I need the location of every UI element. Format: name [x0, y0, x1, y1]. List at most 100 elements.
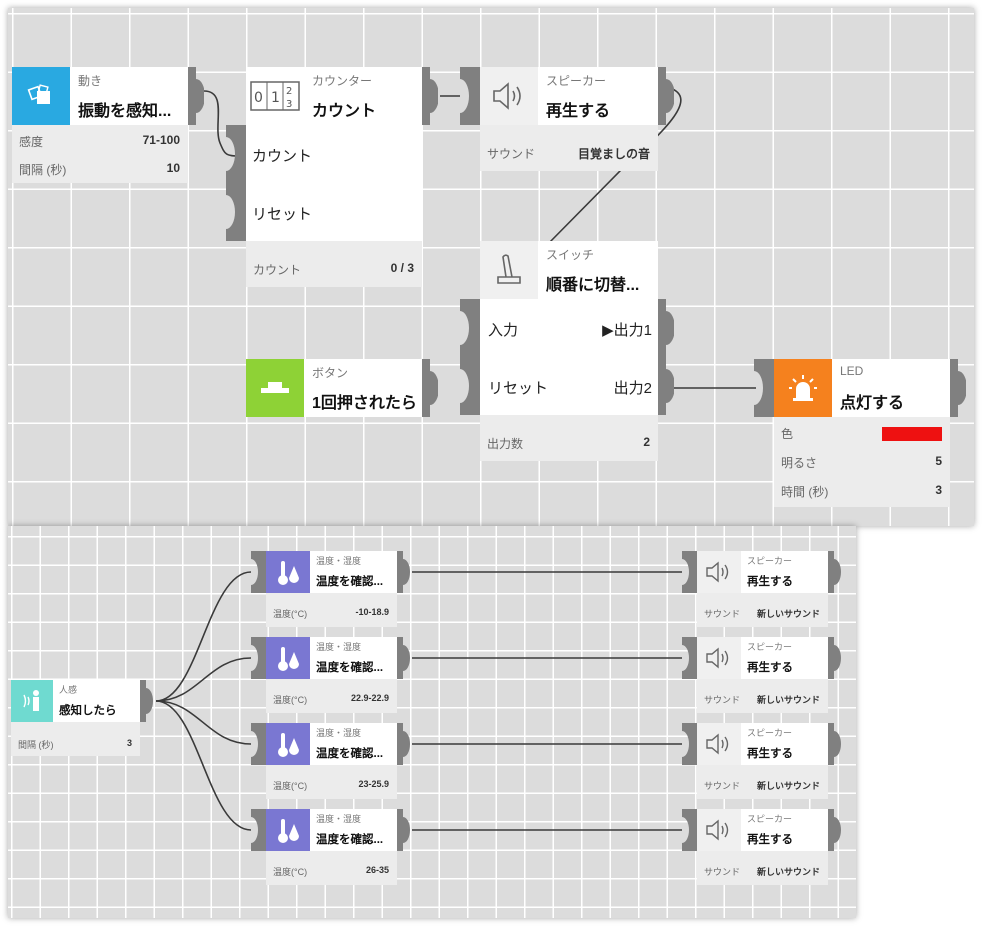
node-category: LED — [840, 364, 864, 378]
count-label: カウント — [253, 263, 302, 277]
speaker-node-3[interactable]: スピーカー 再生する サウンド新しいサウンド — [697, 723, 828, 799]
input-connector[interactable] — [251, 809, 266, 851]
thermo-node-2[interactable]: 温度・湿度 温度を確認... 温度(°C)22.9-22.9 — [266, 637, 397, 713]
node-category: スイッチ — [546, 248, 595, 262]
interval-label: 間隔 (秒) — [18, 740, 54, 750]
thermometer-droplet-icon — [266, 723, 310, 765]
input-connector[interactable] — [251, 723, 266, 765]
output-connector[interactable] — [658, 67, 674, 125]
node-title: 温度を確認... — [316, 662, 384, 674]
speaker-node[interactable]: スピーカー 再生する サウンド目覚ましの音 — [480, 67, 658, 171]
output-connector[interactable] — [828, 551, 842, 593]
thermo-node-4[interactable]: 温度・湿度 温度を確認... 温度(°C)26-35 — [266, 809, 397, 885]
sound-value: 新しいサウンド — [756, 781, 820, 791]
node-category: 温度・湿度 — [316, 814, 362, 824]
node-title: カウント — [312, 103, 377, 120]
node-title: 再生する — [747, 576, 793, 588]
input-connector[interactable] — [754, 359, 774, 417]
input-connector[interactable] — [682, 551, 697, 593]
input-connector[interactable] — [251, 551, 266, 593]
input-connector[interactable] — [460, 67, 480, 125]
input-connector[interactable] — [682, 723, 697, 765]
speaker-icon — [697, 809, 741, 851]
node-title: 再生する — [747, 748, 793, 760]
input-connector-reset[interactable] — [226, 183, 246, 241]
sound-value: 目覚ましの音 — [577, 147, 650, 161]
input-connector-reset[interactable] — [460, 357, 480, 415]
speaker-icon — [697, 637, 741, 679]
wire-human-to-thermo-2 — [155, 657, 252, 702]
output-connector[interactable] — [397, 723, 411, 765]
output-connector[interactable] — [950, 359, 966, 417]
node-title: 順番に切替... — [546, 277, 640, 294]
button-node[interactable]: ボタン 1回押されたら — [246, 359, 422, 417]
siren-light-icon — [774, 359, 832, 417]
output-connector[interactable] — [397, 809, 411, 851]
sound-label: サウンド — [487, 147, 536, 161]
output-connector[interactable] — [828, 637, 842, 679]
node-category: スピーカー — [747, 642, 793, 652]
thermo-node-3[interactable]: 温度・湿度 温度を確認... 温度(°C)23-25.9 — [266, 723, 397, 799]
node-category: スピーカー — [747, 814, 793, 824]
port-label-output1: ▶出力1 — [602, 322, 652, 339]
output-connector[interactable] — [397, 637, 411, 679]
svg-text:2: 2 — [286, 86, 292, 97]
node-category: スピーカー — [546, 74, 607, 88]
node-title: 再生する — [747, 662, 793, 674]
node-category: 温度・湿度 — [316, 642, 362, 652]
port-label-output2: 出力2 — [613, 380, 652, 397]
output-connector[interactable] — [140, 680, 154, 722]
speaker-icon — [697, 723, 741, 765]
temperature-label: 温度(°C) — [273, 695, 308, 705]
speaker-icon — [480, 67, 538, 125]
node-category: 温度・湿度 — [316, 556, 362, 566]
wire-human-to-thermo-1 — [155, 571, 252, 702]
sound-value: 新しいサウンド — [756, 695, 820, 705]
thermometer-droplet-icon — [266, 637, 310, 679]
output-connector[interactable] — [422, 67, 438, 125]
wire-human-to-thermo-3 — [155, 700, 252, 745]
interval-value: 3 — [126, 738, 132, 748]
node-title: 再生する — [747, 834, 793, 846]
speaker-node-2[interactable]: スピーカー 再生する サウンド新しいサウンド — [697, 637, 828, 713]
output-connector[interactable] — [828, 723, 842, 765]
node-category: カウンター — [312, 74, 373, 88]
node-title: 感知したら — [59, 705, 117, 717]
node-title: 温度を確認... — [316, 748, 384, 760]
temperature-label: 温度(°C) — [273, 781, 308, 791]
output-count-label: 出力数 — [487, 437, 524, 451]
output-connector[interactable] — [188, 67, 204, 125]
speaker-node-1[interactable]: スピーカー 再生する サウンド新しいサウンド — [697, 551, 828, 627]
sensitivity-value: 71-100 — [142, 133, 180, 147]
flow-canvas-bottom[interactable]: 人感 感知したら 間隔 (秒)3 温度・湿度 温度を確認... 温度(°C)-1… — [8, 526, 856, 918]
output-connector[interactable] — [828, 809, 842, 851]
speaker-icon — [697, 551, 741, 593]
temperature-range: 26-35 — [365, 865, 389, 875]
human-sensor-node[interactable]: 人感 感知したら 間隔 (秒)3 — [11, 680, 140, 756]
node-title: 温度を確認... — [316, 834, 384, 846]
input-connector[interactable] — [251, 637, 266, 679]
thermo-node-1[interactable]: 温度・湿度 温度を確認... 温度(°C)-10-18.9 — [266, 551, 397, 627]
input-connector[interactable] — [682, 637, 697, 679]
output-connector-2[interactable] — [658, 357, 674, 415]
speaker-node-4[interactable]: スピーカー 再生する サウンド新しいサウンド — [697, 809, 828, 885]
count-value: 0 / 3 — [390, 261, 414, 275]
node-category: 動き — [78, 74, 103, 88]
output-connector[interactable] — [422, 359, 438, 417]
output-connector-1[interactable] — [658, 299, 674, 357]
output-count-value: 2 — [643, 435, 650, 449]
input-connector-input[interactable] — [460, 299, 480, 357]
sound-label: サウンド — [704, 781, 741, 791]
color-swatch[interactable] — [882, 427, 942, 441]
svg-text:3: 3 — [286, 99, 292, 110]
brightness-value: 5 — [935, 454, 942, 468]
temperature-range: -10-18.9 — [355, 607, 389, 617]
input-connector[interactable] — [682, 809, 697, 851]
input-connector-count[interactable] — [226, 125, 246, 183]
output-connector[interactable] — [397, 551, 411, 593]
